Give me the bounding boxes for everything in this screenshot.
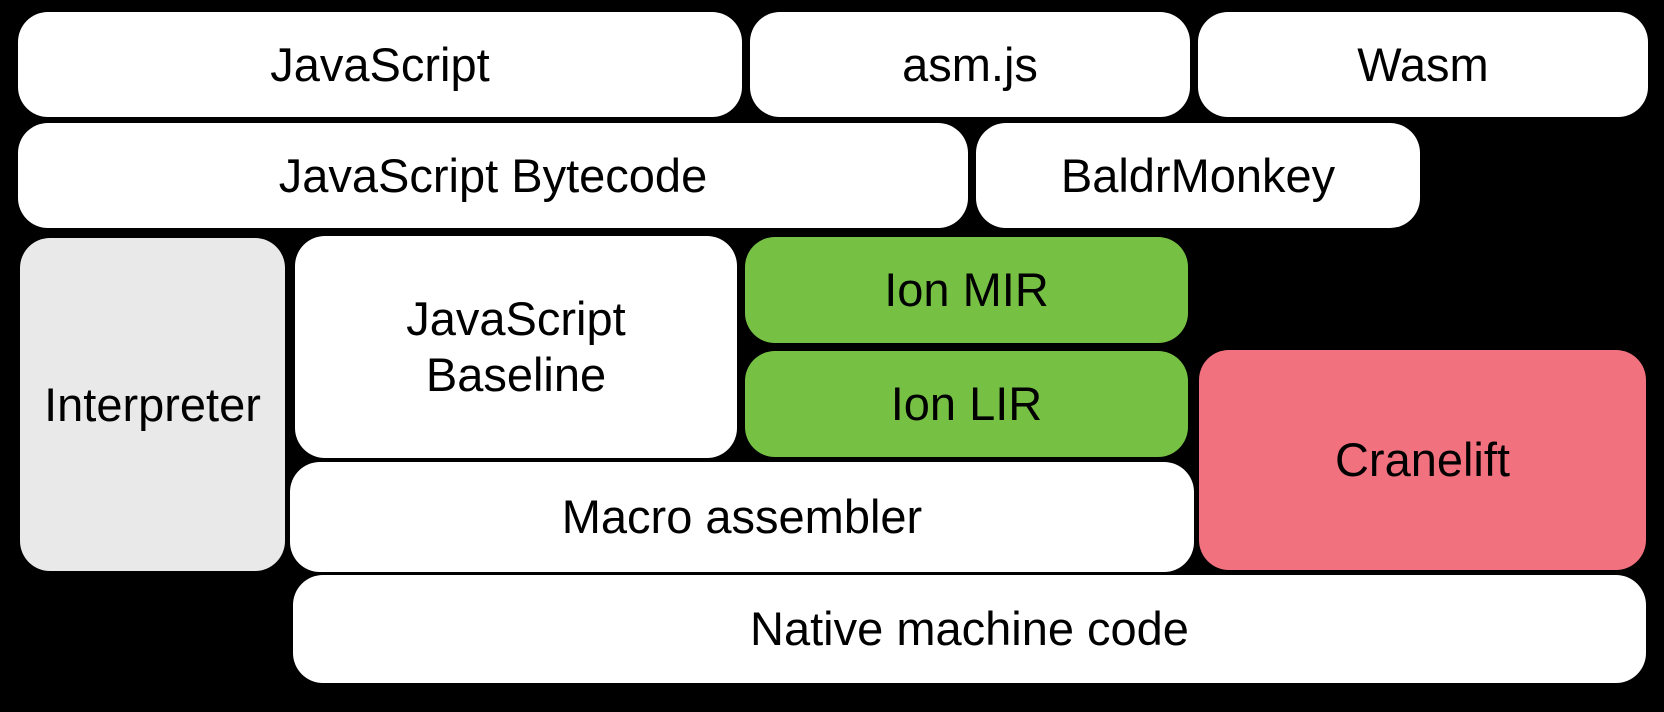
- node-wasm-label: Wasm: [1357, 37, 1489, 91]
- node-cranelift: Cranelift: [1199, 350, 1646, 570]
- node-asmjs: asm.js: [750, 12, 1190, 117]
- node-javascript-baseline-label: JavaScript Baseline: [406, 291, 625, 403]
- node-asmjs-label: asm.js: [902, 37, 1038, 91]
- node-javascript-bytecode: JavaScript Bytecode: [18, 123, 968, 228]
- node-ion-lir-label: Ion LIR: [890, 377, 1043, 430]
- node-cranelift-label: Cranelift: [1334, 433, 1510, 486]
- node-javascript-bytecode-label: JavaScript Bytecode: [278, 148, 708, 202]
- node-native-machine-code: Native machine code: [293, 575, 1646, 683]
- node-baldrmonkey-label: BaldrMonkey: [1060, 148, 1336, 202]
- node-native-machine-code-label: Native machine code: [750, 602, 1189, 655]
- node-baldrmonkey: BaldrMonkey: [976, 123, 1420, 228]
- node-interpreter-label: Interpreter: [44, 377, 261, 431]
- node-interpreter: Interpreter: [20, 238, 285, 571]
- node-javascript-baseline-line1: JavaScript: [406, 292, 626, 345]
- node-wasm: Wasm: [1198, 12, 1648, 117]
- node-javascript: JavaScript: [18, 12, 742, 117]
- node-ion-mir-label: Ion MIR: [884, 263, 1049, 316]
- node-ion-lir: Ion LIR: [745, 351, 1188, 457]
- node-javascript-baseline-line2: Baseline: [425, 348, 607, 401]
- node-macro-assembler-label: Macro assembler: [561, 490, 923, 543]
- node-ion-mir: Ion MIR: [745, 237, 1188, 343]
- node-javascript-baseline: JavaScript Baseline: [295, 236, 737, 458]
- node-macro-assembler: Macro assembler: [290, 462, 1194, 572]
- node-javascript-label: JavaScript: [270, 37, 490, 91]
